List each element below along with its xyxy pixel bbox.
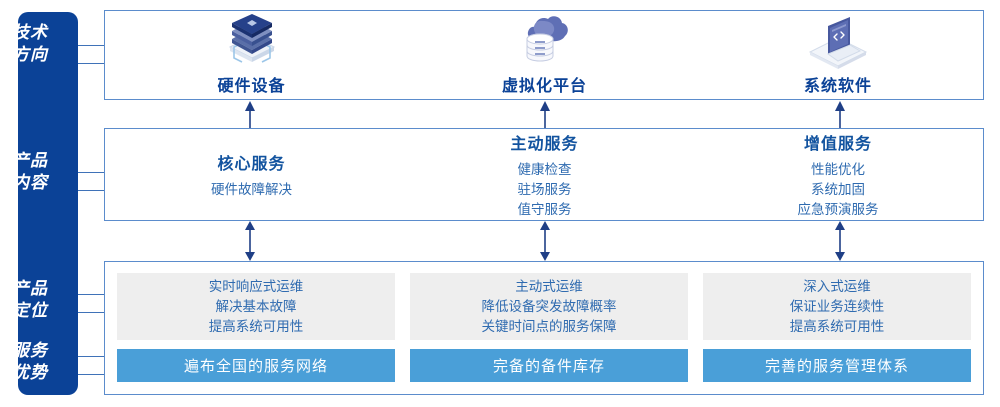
content-line: 值守服务 <box>517 201 572 217</box>
up-arrow-icon-system-software <box>835 101 845 128</box>
content-column-core-service[interactable]: 核心服务 硬件故障解决 <box>105 129 398 220</box>
advantage-bar-label: 遍布全国的服务网络 <box>183 358 328 375</box>
content-title-core-service: 核心服务 <box>217 155 286 173</box>
connector-stub <box>78 172 104 173</box>
position-line: 提高系统可用性 <box>208 318 304 334</box>
connector-stub <box>78 190 104 191</box>
content-title-proactive-service: 主动服务 <box>510 135 579 153</box>
sidebar-item-product-content[interactable]: 产品 内容 <box>0 150 60 194</box>
content-column-value-added-service[interactable]: 增值服务 性能优化 系统加固 应急预演服务 <box>691 129 985 220</box>
tech-direction-panel: 硬件设备 虚拟化平台 <box>104 10 984 100</box>
connector-stub <box>78 356 104 357</box>
tech-label-hardware: 硬件设备 <box>217 78 286 95</box>
server-stack-icon <box>228 14 275 63</box>
content-line: 驻场服务 <box>517 181 572 197</box>
position-line: 关键时间点的服务保障 <box>481 318 617 334</box>
position-line: 解决基本故障 <box>215 298 297 314</box>
connector-stub <box>78 374 104 375</box>
advantage-bar-spare-parts[interactable]: 完备的备件库存 <box>410 349 688 382</box>
position-card-proactive[interactable]: 主动式运维 降低设备突发故障概率 关键时间点的服务保障 <box>410 273 688 340</box>
double-arrow-icon-value-added <box>835 221 845 261</box>
sidebar-item-label-line1: 服务 <box>12 341 48 360</box>
position-line: 提高系统可用性 <box>789 318 885 334</box>
content-title-value-added-service: 增值服务 <box>803 135 872 153</box>
sidebar-item-label-line2: 定位 <box>12 301 48 320</box>
position-line: 降低设备突发故障概率 <box>481 298 617 314</box>
tech-label-system-software: 系统软件 <box>803 78 872 95</box>
sidebar-item-label-line1: 技术 <box>12 23 48 42</box>
category-sidebar <box>18 12 78 395</box>
content-column-proactive-service[interactable]: 主动服务 健康检查 驻场服务 值守服务 <box>398 129 691 220</box>
product-position-panel: 实时响应式运维 解决基本故障 提高系统可用性 遍布全国的服务网络 主动式运维 降… <box>104 261 984 395</box>
position-line: 深入式运维 <box>803 278 871 294</box>
sidebar-item-product-position[interactable]: 产品 定位 <box>0 278 60 322</box>
sidebar-item-label-line2: 优势 <box>12 363 48 382</box>
position-line: 主动式运维 <box>515 278 583 294</box>
tech-column-hardware[interactable]: 硬件设备 <box>105 11 398 99</box>
double-arrow-icon-core <box>245 221 255 261</box>
connector-stub <box>78 45 104 46</box>
sidebar-item-label-line1: 产品 <box>12 279 48 298</box>
position-line: 实时响应式运维 <box>208 278 304 294</box>
content-line: 硬件故障解决 <box>211 181 292 197</box>
up-arrow-icon-hardware <box>245 101 255 128</box>
content-line: 性能优化 <box>811 161 865 177</box>
content-line: 应急预演服务 <box>797 201 879 217</box>
tech-label-virtualization: 虚拟化平台 <box>501 78 587 95</box>
advantage-bar-management-system[interactable]: 完善的服务管理体系 <box>703 349 971 382</box>
advantage-bar-service-network[interactable]: 遍布全国的服务网络 <box>117 349 395 382</box>
sidebar-item-label-line2: 方向 <box>12 45 48 64</box>
connector-stub <box>78 294 104 295</box>
position-line: 保证业务连续性 <box>789 298 885 314</box>
double-arrow-icon-proactive <box>540 221 550 261</box>
laptop-code-icon <box>808 17 868 69</box>
tech-column-virtualization[interactable]: 虚拟化平台 <box>398 11 691 99</box>
position-card-realtime[interactable]: 实时响应式运维 解决基本故障 提高系统可用性 <box>117 273 395 340</box>
sidebar-item-label-line1: 产品 <box>12 151 48 170</box>
sidebar-item-service-advantage[interactable]: 服务 优势 <box>0 340 60 384</box>
up-arrow-icon-virtualization <box>540 101 550 128</box>
position-card-deep[interactable]: 深入式运维 保证业务连续性 提高系统可用性 <box>703 273 971 340</box>
connector-stub <box>78 63 104 64</box>
advantage-bar-label: 完善的服务管理体系 <box>764 358 909 375</box>
advantage-bar-label: 完备的备件库存 <box>492 358 605 375</box>
content-line: 系统加固 <box>811 181 865 197</box>
connector-stub <box>78 312 104 313</box>
cloud-database-icon <box>526 16 568 62</box>
sidebar-item-tech-direction[interactable]: 技术 方向 <box>0 22 60 66</box>
sidebar-item-label-line2: 内容 <box>12 173 48 192</box>
product-content-panel: 核心服务 硬件故障解决 主动服务 健康检查 驻场服务 值守服务 增值服务 性能优… <box>104 128 984 221</box>
content-line: 健康检查 <box>517 161 572 177</box>
tech-column-system-software[interactable]: 系统软件 <box>691 11 985 99</box>
